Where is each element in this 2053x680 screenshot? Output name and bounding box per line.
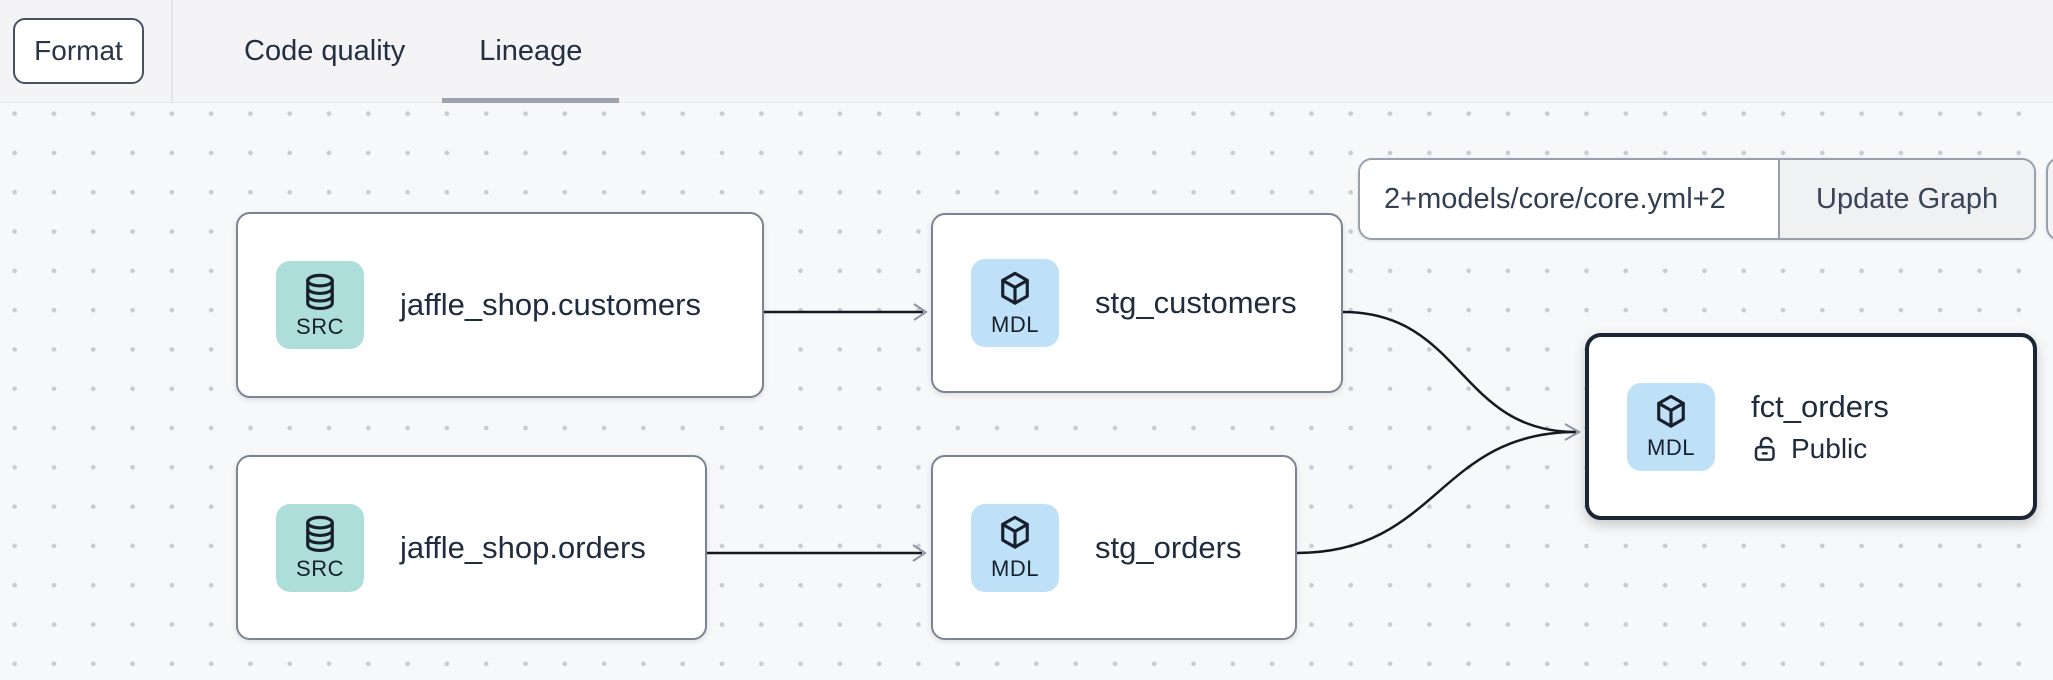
cube-icon — [1001, 515, 1029, 549]
format-button[interactable]: Format — [13, 18, 144, 84]
node-label: jaffle_shop.customers — [400, 287, 701, 322]
database-icon — [306, 273, 334, 310]
arrowhead-icon — [913, 303, 928, 321]
lineage-canvas[interactable]: SRC jaffle_shop.customers MDL stg_custom… — [0, 103, 2053, 680]
badge-label: MDL — [991, 311, 1039, 337]
edge-stgorders-to-fct — [1296, 430, 1577, 555]
tab-code-quality[interactable]: Code quality — [207, 0, 442, 103]
model-badge: MDL — [1627, 382, 1715, 471]
node-jaffle-shop-orders[interactable]: SRC jaffle_shop.orders — [236, 455, 707, 640]
badge-label: MDL — [1647, 435, 1695, 460]
lock-open-icon — [1754, 436, 1775, 461]
model-badge: MDL — [971, 259, 1059, 347]
update-graph-button[interactable]: Update Graph — [1778, 160, 2035, 238]
database-icon — [306, 515, 334, 553]
active-tab-underline — [442, 98, 620, 103]
node-label: jaffle_shop.orders — [400, 529, 646, 565]
tab-bar: Code quality Lineage — [207, 0, 620, 103]
lineage-selector-group: Update Graph — [1358, 158, 2037, 240]
panel-header: Format Code quality Lineage — [0, 0, 2053, 103]
node-jaffle-shop-customers[interactable]: SRC jaffle_shop.customers — [236, 212, 764, 398]
source-badge: SRC — [276, 261, 364, 349]
cube-icon — [1657, 394, 1685, 428]
node-label: stg_orders — [1095, 529, 1242, 565]
selector-input[interactable] — [1360, 160, 1778, 238]
header-divider — [171, 0, 173, 103]
arrowhead-icon — [912, 544, 927, 562]
edge-stgcustomers-to-fct — [1342, 310, 1577, 434]
edge-layer — [707, 303, 1582, 562]
badge-label: MDL — [991, 556, 1039, 581]
tab-lineage[interactable]: Lineage — [442, 0, 620, 103]
access-row: Public — [1751, 433, 1889, 465]
node-fct-orders[interactable]: MDL fct_orders Public — [1585, 333, 2037, 520]
tab-label: Code quality — [244, 35, 406, 67]
source-badge: SRC — [276, 503, 364, 592]
node-stg-customers[interactable]: MDL stg_customers — [931, 213, 1343, 393]
access-label: Public — [1791, 432, 1868, 464]
model-badge: MDL — [971, 503, 1059, 592]
cube-icon — [1001, 271, 1029, 305]
node-text-block: fct_orders Public — [1751, 389, 1889, 465]
tab-label: Lineage — [479, 35, 583, 67]
node-label: stg_customers — [1095, 285, 1297, 320]
badge-label: SRC — [296, 313, 344, 339]
node-stg-orders[interactable]: MDL stg_orders — [931, 455, 1297, 640]
badge-label: SRC — [296, 556, 344, 581]
arrowhead-icon — [1564, 423, 1582, 441]
node-label: fct_orders — [1751, 388, 1889, 424]
clipped-toolbar-button[interactable] — [2046, 157, 2053, 241]
